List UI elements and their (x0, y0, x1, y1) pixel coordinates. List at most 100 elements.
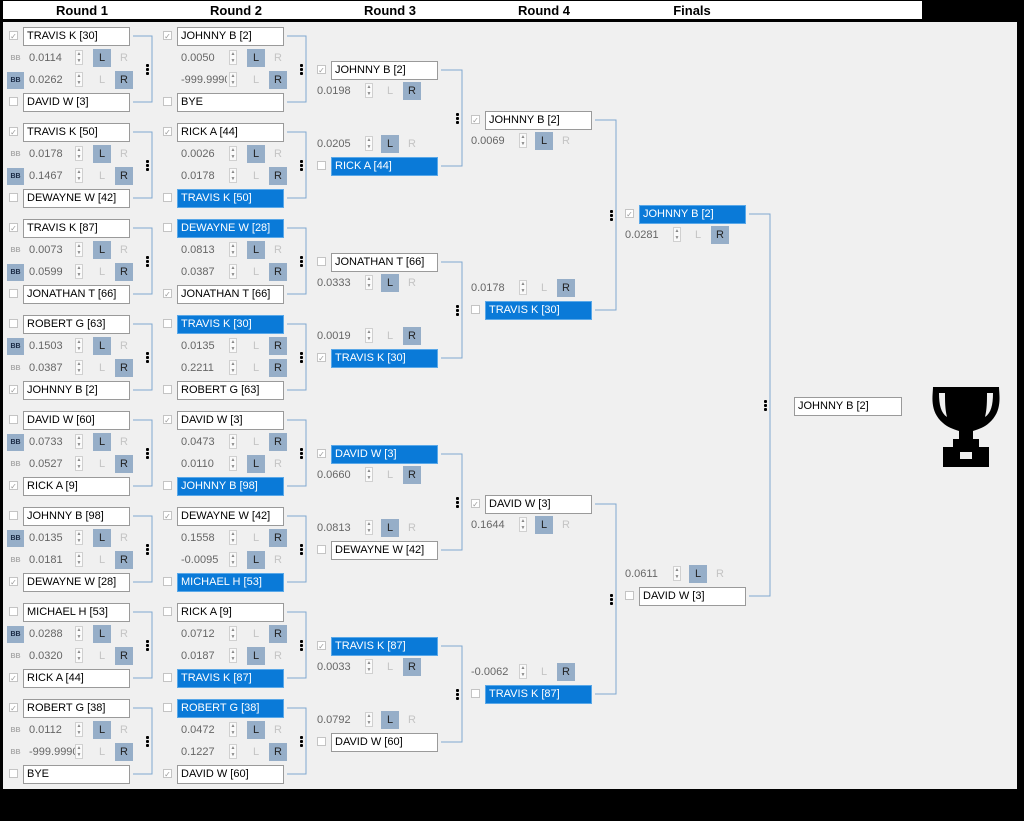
entrant-name-field[interactable]: JOHNNY B [2] (485, 111, 592, 130)
winner-checkbox[interactable] (9, 769, 18, 778)
pick-right-button[interactable]: R (269, 529, 287, 547)
score-value[interactable]: 0.0187 (181, 650, 215, 662)
entrant-name-field[interactable]: JONATHAN T [66] (177, 285, 284, 304)
winner-checkbox[interactable]: ✓ (163, 31, 172, 41)
winner-checkbox[interactable]: ✓ (471, 115, 480, 125)
entrant-name-field[interactable]: DAVID W [60] (23, 411, 130, 430)
score-spinner[interactable]: ▲▼ (365, 275, 373, 290)
entrant-name-field[interactable]: ROBERT G [38] (177, 699, 284, 718)
bb-toggle-button[interactable]: BB (10, 461, 21, 468)
winner-checkbox[interactable] (9, 97, 18, 106)
pick-left-button[interactable]: L (252, 340, 260, 352)
pick-right-button[interactable]: R (562, 135, 570, 147)
pick-left-button[interactable]: L (247, 145, 265, 163)
pick-right-button[interactable]: R (120, 532, 128, 544)
score-value[interactable]: 0.0135 (181, 340, 215, 352)
winner-checkbox[interactable] (9, 511, 18, 520)
pick-right-button[interactable]: R (274, 458, 282, 470)
pick-right-button[interactable]: R (274, 554, 282, 566)
pick-left-button[interactable]: L (381, 711, 399, 729)
winner-checkbox[interactable] (163, 673, 172, 682)
entrant-name-field[interactable]: TRAVIS K [50] (23, 123, 130, 142)
pick-right-button[interactable]: R (269, 433, 287, 451)
score-spinner[interactable]: ▲▼ (229, 168, 237, 183)
score-value[interactable]: 0.0205 (317, 138, 351, 150)
pick-left-button[interactable]: L (540, 666, 548, 678)
entrant-name-field[interactable]: JOHNNY B [2] (177, 27, 284, 46)
pick-left-button[interactable]: L (247, 551, 265, 569)
entrant-name-field[interactable]: JOHNNY B [98] (177, 477, 284, 496)
winner-checkbox[interactable] (163, 193, 172, 202)
pick-right-button[interactable]: R (115, 455, 133, 473)
bb-toggle-button[interactable]: BB (10, 151, 21, 158)
match-menu-icon[interactable] (146, 352, 149, 363)
winner-checkbox[interactable]: ✓ (9, 703, 18, 713)
pick-right-button[interactable]: R (269, 263, 287, 281)
winner-checkbox[interactable]: ✓ (9, 481, 18, 491)
match-menu-icon[interactable] (300, 640, 303, 651)
score-value[interactable]: 0.0320 (29, 650, 63, 662)
score-value[interactable]: 0.0026 (181, 148, 215, 160)
pick-right-button[interactable]: R (120, 52, 128, 64)
score-value[interactable]: 0.0387 (181, 266, 215, 278)
match-menu-icon[interactable] (300, 160, 303, 171)
entrant-name-field[interactable]: JOHNNY B [2] (23, 381, 130, 400)
score-value[interactable]: 0.0281 (625, 229, 659, 241)
match-menu-icon[interactable] (146, 256, 149, 267)
pick-left-button[interactable]: L (98, 266, 106, 278)
pick-left-button[interactable]: L (535, 516, 553, 534)
score-spinner[interactable]: ▲▼ (365, 467, 373, 482)
entrant-name-field[interactable]: BYE (23, 765, 130, 784)
match-menu-icon[interactable] (456, 497, 459, 508)
pick-left-button[interactable]: L (247, 647, 265, 665)
winner-checkbox[interactable]: ✓ (9, 673, 18, 683)
entrant-name-field[interactable]: DEWAYNE W [28] (177, 219, 284, 238)
score-value[interactable]: 0.0472 (181, 724, 215, 736)
pick-left-button[interactable]: L (540, 282, 548, 294)
score-value[interactable]: 0.0288 (29, 628, 63, 640)
entrant-name-field[interactable]: TRAVIS K [30] (23, 27, 130, 46)
winner-checkbox[interactable] (163, 577, 172, 586)
winner-checkbox[interactable]: ✓ (9, 31, 18, 41)
bb-toggle-button[interactable]: BB (10, 749, 21, 756)
winner-checkbox[interactable]: ✓ (9, 577, 18, 587)
pick-right-button[interactable]: R (120, 628, 128, 640)
bb-toggle-button[interactable]: BB (10, 727, 21, 734)
pick-left-button[interactable]: L (252, 74, 260, 86)
score-value[interactable]: 0.0660 (317, 469, 351, 481)
pick-left-button[interactable]: L (252, 532, 260, 544)
bb-toggle-button[interactable]: BB (7, 72, 24, 89)
score-spinner[interactable]: ▲▼ (75, 552, 83, 567)
winner-checkbox[interactable]: ✓ (317, 449, 326, 459)
score-value[interactable]: -0.0062 (471, 666, 509, 678)
bb-toggle-button[interactable]: BB (10, 55, 21, 62)
score-value[interactable]: 0.0198 (317, 85, 351, 97)
score-spinner[interactable]: ▲▼ (75, 50, 83, 65)
entrant-name-field[interactable]: RICK A [9] (23, 477, 130, 496)
winner-checkbox[interactable]: ✓ (9, 385, 18, 395)
winner-checkbox[interactable] (163, 223, 172, 232)
match-menu-icon[interactable] (300, 448, 303, 459)
pick-right-button[interactable]: R (120, 724, 128, 736)
pick-left-button[interactable]: L (694, 229, 702, 241)
score-spinner[interactable]: ▲▼ (229, 50, 237, 65)
score-spinner[interactable]: ▲▼ (229, 146, 237, 161)
score-spinner[interactable]: ▲▼ (75, 168, 83, 183)
score-spinner[interactable]: ▲▼ (229, 552, 237, 567)
score-value[interactable]: 0.0527 (29, 458, 63, 470)
entrant-name-field[interactable]: DEWAYNE W [42] (177, 507, 284, 526)
entrant-name-field[interactable]: DAVID W [60] (177, 765, 284, 784)
score-spinner[interactable]: ▲▼ (229, 626, 237, 641)
score-value[interactable]: 0.0611 (625, 568, 658, 580)
pick-right-button[interactable]: R (120, 244, 128, 256)
score-spinner[interactable]: ▲▼ (75, 626, 83, 641)
score-spinner[interactable]: ▲▼ (365, 328, 373, 343)
pick-right-button[interactable]: R (562, 519, 570, 531)
score-spinner[interactable]: ▲▼ (75, 722, 83, 737)
pick-right-button[interactable]: R (274, 148, 282, 160)
pick-left-button[interactable]: L (93, 529, 111, 547)
match-menu-icon[interactable] (456, 305, 459, 316)
score-spinner[interactable]: ▲▼ (673, 566, 681, 581)
pick-right-button[interactable]: R (716, 568, 724, 580)
match-menu-icon[interactable] (300, 256, 303, 267)
